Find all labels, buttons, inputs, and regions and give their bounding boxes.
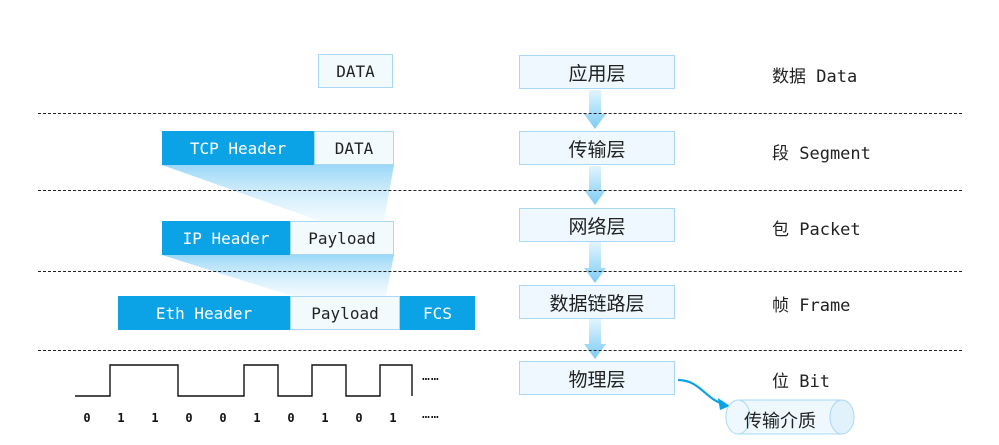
down-arrow <box>584 166 606 205</box>
eth-payload-box: Payload <box>290 296 400 330</box>
app-data-box: DATA <box>318 54 393 88</box>
bit-label: 1 <box>321 411 329 425</box>
layer-down-arrows <box>584 90 606 359</box>
down-arrow <box>584 319 606 359</box>
bit-label: 0 <box>287 411 295 425</box>
bit-label: 1 <box>253 411 261 425</box>
separator-app-transport <box>38 113 962 114</box>
tcp-data-box: DATA <box>314 131 394 165</box>
unit-segment: 段 Segment <box>772 144 871 164</box>
bit-label: 0 <box>185 411 193 425</box>
bits-ellipsis: …… <box>422 407 440 422</box>
layer-network: 网络层 <box>519 208 675 242</box>
fcs-box: FCS <box>400 296 475 330</box>
unit-bit: 位 Bit <box>772 372 830 392</box>
ip-to-eth-connector <box>162 255 394 296</box>
bit-label: 0 <box>83 411 91 425</box>
tcp-to-ip-connector <box>162 165 394 221</box>
transmission-medium-cylinder <box>725 399 855 435</box>
eth-header-box: Eth Header <box>118 296 290 330</box>
bit-label: 1 <box>389 411 397 425</box>
medium-arrow-head <box>718 398 730 410</box>
bit-signal-wave <box>75 364 413 397</box>
unit-frame: 帧 Frame <box>772 296 851 316</box>
separator-transport-network <box>38 190 962 191</box>
down-arrow <box>584 90 606 129</box>
separator-network-datalink <box>38 271 962 272</box>
bit-label: 0 <box>219 411 227 425</box>
layer-application: 应用层 <box>519 55 675 89</box>
layer-transport: 传输层 <box>519 131 675 165</box>
signal-ellipsis: …… <box>422 369 440 384</box>
separator-datalink-physical <box>38 350 962 351</box>
unit-packet: 包 Packet <box>772 220 861 240</box>
layer-physical: 物理层 <box>519 361 675 395</box>
bit-label: 0 <box>355 411 363 425</box>
medium-label: 传输介质 <box>744 411 816 432</box>
ip-payload-box: Payload <box>290 221 394 255</box>
medium-curved-arrow <box>677 378 725 406</box>
layer-datalink: 数据链路层 <box>519 285 675 319</box>
bit-label: 1 <box>151 411 159 425</box>
ip-header-box: IP Header <box>162 221 290 255</box>
tcp-header-box: TCP Header <box>162 131 314 165</box>
unit-data: 数据 Data <box>772 67 858 87</box>
down-arrow <box>584 242 606 283</box>
bit-label: 1 <box>117 411 125 425</box>
